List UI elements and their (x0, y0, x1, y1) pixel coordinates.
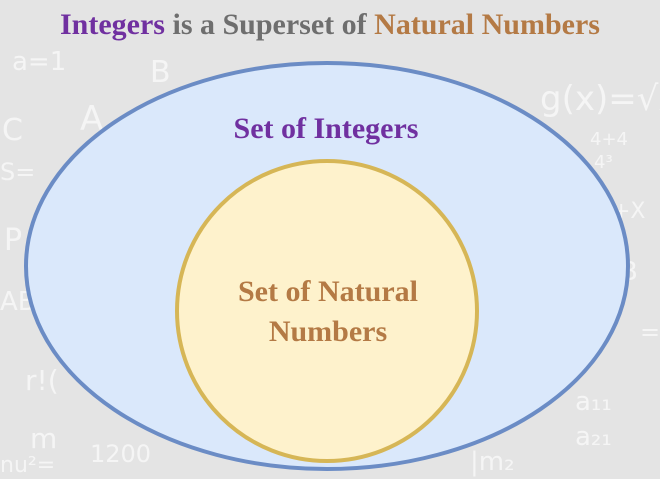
title-connector: is a Superset of (164, 8, 375, 41)
title-natural-numbers: Natural Numbers (374, 8, 600, 41)
svg-text:m: m (30, 422, 57, 455)
svg-text:a₁₁: a₁₁ (575, 387, 612, 417)
natural-numbers-set-label: Set of Natural Numbers (238, 275, 418, 348)
title-integers: Integers (60, 8, 165, 41)
svg-text:4+4: 4+4 (590, 129, 628, 150)
svg-text:1200: 1200 (90, 440, 151, 468)
page-title: Integers is a Superset of Natural Number… (0, 8, 660, 42)
svg-text:4³: 4³ (594, 152, 613, 173)
svg-text:S=: S= (0, 158, 35, 186)
svg-text:r!(: r!( (25, 364, 59, 397)
natural-numbers-set-circle (175, 159, 479, 463)
svg-text:A: A (80, 99, 103, 139)
svg-text:=: = (640, 318, 660, 346)
svg-text:|m₂: |m₂ (470, 447, 515, 477)
svg-text:a=1: a=1 (12, 47, 66, 77)
svg-text:B: B (150, 55, 171, 90)
svg-text:a₂₁: a₂₁ (575, 422, 612, 452)
svg-text:nu²=: nu²= (0, 453, 55, 478)
integers-set-label: Set of Integers (233, 112, 419, 145)
svg-text:P: P (4, 223, 22, 258)
svg-text:C: C (2, 113, 23, 148)
svg-text:g(x)=√x: g(x)=√x (540, 79, 660, 119)
